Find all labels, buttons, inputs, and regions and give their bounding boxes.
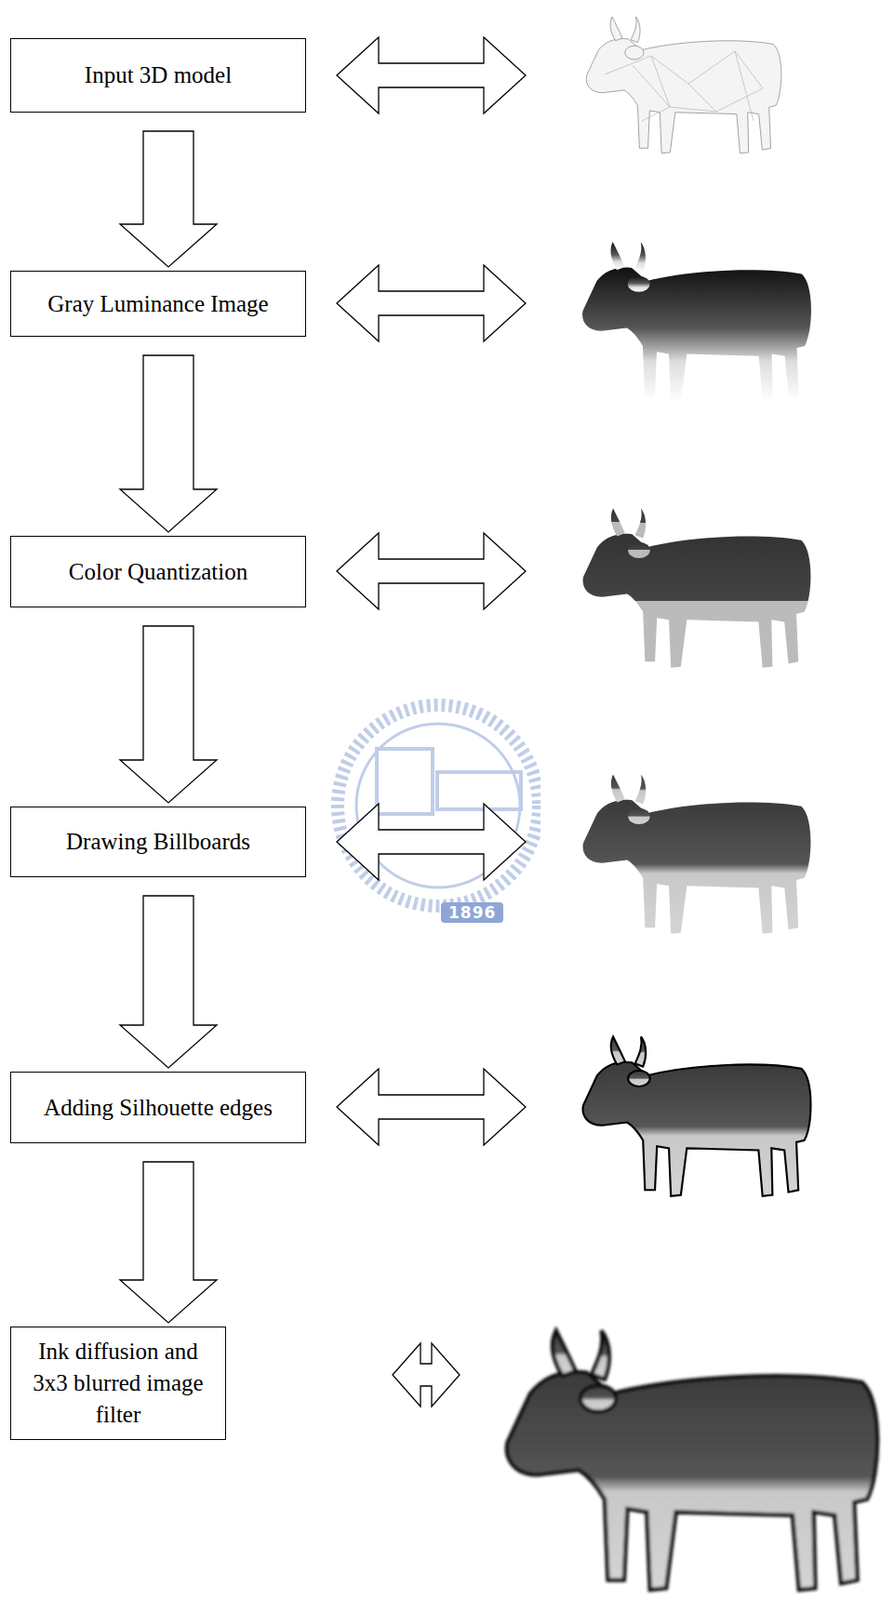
process-box: Adding Silhouette edges xyxy=(10,1071,307,1144)
flow-arrow xyxy=(120,1161,217,1323)
step-label: Ink diffusion and 3x3 blurred image filt… xyxy=(11,1330,226,1436)
cow-billboards xyxy=(583,773,812,934)
process-box: Ink diffusion and 3x3 blurred image filt… xyxy=(10,1326,227,1441)
watermark-logo xyxy=(337,705,539,907)
cow-ink-diffusion xyxy=(507,1330,878,1590)
cow-luminance xyxy=(582,241,812,402)
process-box: Color Quantization xyxy=(10,535,307,608)
flow-arrow xyxy=(120,355,217,533)
watermark-text: 1896 xyxy=(440,902,504,923)
step-label: Adding Silhouette edges xyxy=(34,1086,282,1130)
step-label: Input 3D model xyxy=(75,53,241,97)
flow-arrow xyxy=(120,626,217,803)
double-arrow xyxy=(336,37,526,1407)
step-label: Color Quantization xyxy=(59,550,257,594)
process-box: Input 3D model xyxy=(10,38,307,113)
flow-arrow xyxy=(120,895,217,1068)
process-box: Gray Luminance Image xyxy=(10,270,307,337)
cow-wireframe xyxy=(586,16,782,154)
flow-arrow xyxy=(120,131,217,267)
cow-silhouette xyxy=(583,1036,812,1196)
cow-quantized xyxy=(583,507,812,668)
process-box: Drawing Billboards xyxy=(10,806,307,878)
step-label: Gray Luminance Image xyxy=(38,282,278,326)
step-label: Drawing Billboards xyxy=(56,820,260,864)
